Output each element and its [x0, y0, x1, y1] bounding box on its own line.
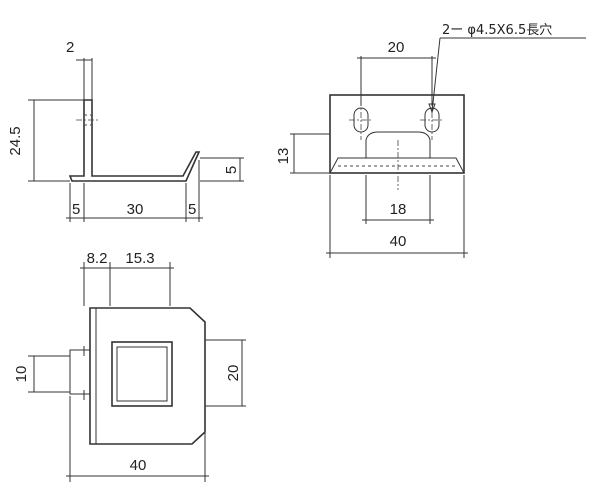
- top-center-opening: [111, 341, 173, 407]
- top-offset-b-label: 15.3: [125, 250, 154, 267]
- side-view: 2 24.5 5 30 5 5: [7, 39, 244, 222]
- front-view: 20 2ー φ4.5X6.5長穴 13 18 40: [275, 23, 586, 258]
- side-profile-outer: [68, 99, 201, 182]
- front-hole-pitch-label: 20: [388, 39, 405, 56]
- top-overall-width-label: 40: [130, 457, 147, 474]
- side-base-length-label: 30: [127, 201, 144, 218]
- top-side-tab: [69, 349, 90, 395]
- side-left-flange-label: 5: [72, 201, 80, 218]
- front-height-label: 13: [275, 148, 292, 165]
- side-lip-height-label: 5: [223, 166, 240, 174]
- front-plate: [329, 94, 465, 174]
- top-tab-width-label: 10: [13, 366, 30, 383]
- front-center-slot: [365, 131, 431, 158]
- front-hole-note-label: 2ー φ4.5X6.5長穴: [442, 23, 552, 38]
- side-height-label: 24.5: [7, 126, 24, 155]
- top-offset-a-label: 8.2: [87, 250, 108, 267]
- front-overall-width-label: 40: [390, 233, 407, 250]
- top-body-outline: [89, 307, 206, 445]
- side-thickness-label: 2: [66, 39, 74, 56]
- side-right-flange-label: 5: [188, 201, 196, 218]
- front-slot-width-label: 18: [390, 201, 407, 218]
- top-view: 8.2 15.3 10 20 40: [13, 250, 246, 482]
- top-depth-label: 20: [225, 365, 242, 382]
- front-lip: [329, 157, 465, 174]
